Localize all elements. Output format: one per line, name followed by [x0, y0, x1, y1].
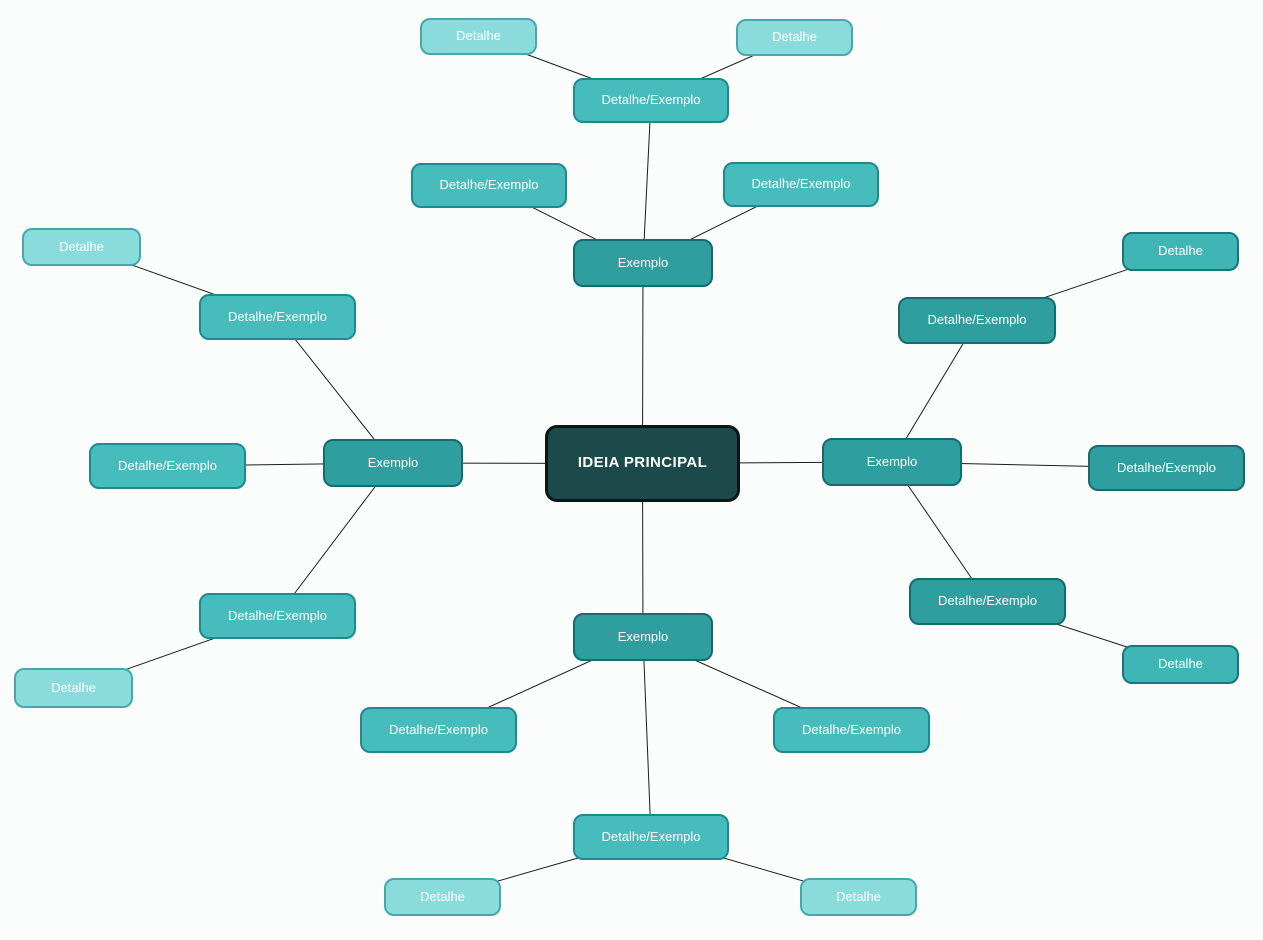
edge-exemplo-bottom--de-bottom-mid	[642, 636, 652, 838]
node-label: Detalhe/Exemplo	[938, 593, 1037, 609]
node-label: Detalhe	[51, 679, 96, 695]
node-label: Detalhe/Exemplo	[601, 92, 701, 108]
node-label: Exemplo	[367, 454, 419, 470]
edge-exemplo-left--de-left-down	[277, 462, 394, 617]
node-exemplo-bottom[interactable]: Exemplo	[573, 613, 713, 661]
node-de-left-mid[interactable]: Detalhe/Exemplo	[89, 443, 246, 489]
node-label: Detalhe/Exemplo	[802, 721, 901, 737]
node-detalhe-top-right[interactable]: Detalhe	[736, 19, 853, 56]
node-label: Detalhe/Exemplo	[601, 828, 701, 844]
node-detalhe-top-left[interactable]: Detalhe	[420, 18, 537, 55]
node-central[interactable]: IDEIA PRINCIPAL	[545, 425, 740, 502]
edge-exemplo-left--de-left-up	[277, 316, 394, 464]
node-detalhe-right-down[interactable]: Detalhe	[1122, 645, 1239, 684]
node-label: Detalhe/Exemplo	[118, 457, 217, 473]
node-label: Detalhe	[456, 28, 501, 44]
node-de-bottom-left[interactable]: Detalhe/Exemplo	[360, 707, 517, 753]
node-de-right-up[interactable]: Detalhe/Exemplo	[898, 297, 1056, 344]
node-label: Exemplo	[617, 628, 669, 644]
node-de-bottom-mid[interactable]: Detalhe/Exemplo	[573, 814, 729, 860]
edge-exemplo-top--de-top-mid	[642, 100, 652, 264]
node-detalhe-right-up[interactable]: Detalhe	[1122, 232, 1239, 271]
node-label: Detalhe	[1158, 243, 1203, 259]
node-detalhe-left-up[interactable]: Detalhe	[22, 228, 141, 266]
node-label: Detalhe	[420, 888, 465, 904]
node-de-top-right[interactable]: Detalhe/Exemplo	[723, 162, 879, 207]
node-detalhe-left-down[interactable]: Detalhe	[14, 668, 133, 708]
node-label: Detalhe/Exemplo	[228, 308, 327, 324]
node-label: Detalhe/Exemplo	[927, 312, 1027, 328]
node-exemplo-left[interactable]: Exemplo	[323, 439, 463, 487]
node-de-right-mid[interactable]: Detalhe/Exemplo	[1088, 445, 1245, 491]
node-label: Detalhe/Exemplo	[1117, 459, 1216, 475]
node-label: Exemplo	[617, 254, 669, 270]
node-de-left-up[interactable]: Detalhe/Exemplo	[199, 294, 356, 340]
node-label: Detalhe	[836, 888, 881, 904]
node-exemplo-right[interactable]: Exemplo	[822, 438, 962, 486]
node-de-right-down[interactable]: Detalhe/Exemplo	[909, 578, 1066, 625]
node-de-bottom-right[interactable]: Detalhe/Exemplo	[773, 707, 930, 753]
node-de-left-down[interactable]: Detalhe/Exemplo	[199, 593, 356, 639]
node-label: Detalhe	[59, 238, 104, 254]
node-label: Exemplo	[866, 453, 918, 469]
node-label: IDEIA PRINCIPAL	[577, 454, 708, 472]
node-label: Detalhe/Exemplo	[751, 176, 851, 192]
node-de-top-left[interactable]: Detalhe/Exemplo	[411, 163, 567, 208]
node-detalhe-bottom-right[interactable]: Detalhe	[800, 878, 917, 916]
node-de-top-mid[interactable]: Detalhe/Exemplo	[573, 78, 729, 123]
node-label: Detalhe/Exemplo	[439, 177, 539, 193]
node-label: Detalhe/Exemplo	[389, 721, 488, 737]
node-detalhe-bottom-left[interactable]: Detalhe	[384, 878, 501, 916]
node-exemplo-top[interactable]: Exemplo	[573, 239, 713, 287]
node-label: Detalhe/Exemplo	[228, 607, 327, 623]
node-label: Detalhe	[772, 29, 817, 45]
node-label: Detalhe	[1158, 656, 1203, 672]
